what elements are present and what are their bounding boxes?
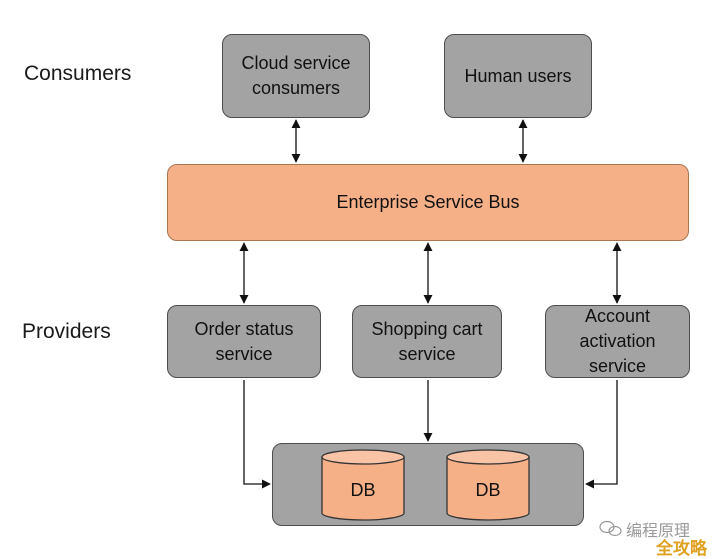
human-users-label: Human users xyxy=(464,65,572,86)
order-status-service-box: Order status service xyxy=(167,305,321,378)
enterprise-service-bus-label: Enterprise Service Bus xyxy=(336,192,520,212)
db-label-2: DB xyxy=(475,480,500,500)
db-cylinder-1: DB xyxy=(321,449,405,521)
shopping-cart-service-label: Shopping cart service xyxy=(371,318,483,364)
human-users-box: Human users xyxy=(444,34,592,118)
cloud-service-consumers-box: Cloud service consumers xyxy=(222,34,370,118)
order-status-service-label: Order status service xyxy=(194,318,294,364)
consumers-layer-label: Consumers xyxy=(24,62,132,85)
db-cylinder-2: DB xyxy=(446,449,530,521)
order-db-arrow xyxy=(243,380,271,489)
shopping-cart-service-box: Shopping cart service xyxy=(352,305,502,378)
watermark-text: 编程原理 xyxy=(626,523,691,540)
account-activation-service-label: Account activation service xyxy=(579,306,656,376)
watermark-badge: 全攻略 xyxy=(656,539,707,558)
cloud-service-consumers-label: Cloud service consumers xyxy=(241,53,351,98)
providers-layer-label: Providers xyxy=(22,320,111,343)
db-label-1: DB xyxy=(350,480,375,500)
wechat-icon xyxy=(599,520,622,537)
enterprise-service-bus: Enterprise Service Bus xyxy=(167,164,689,241)
account-db-arrow xyxy=(585,380,618,489)
account-activation-service-box: Account activation service xyxy=(545,305,690,378)
